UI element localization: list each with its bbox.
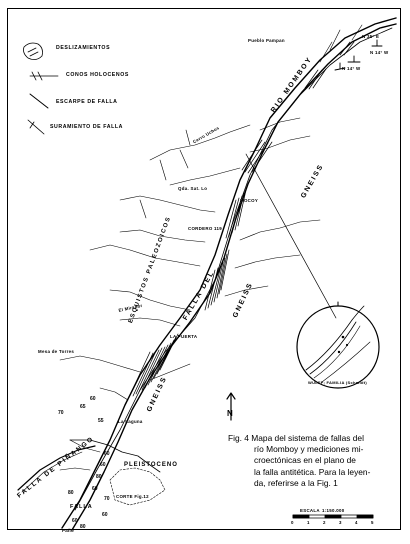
legend-landslide-label: DESLIZAMIENTOS xyxy=(56,45,111,51)
dip-value: 60 xyxy=(100,462,106,468)
north-label: N xyxy=(227,409,233,418)
dip-value: 70 xyxy=(104,496,110,502)
north-arrow-icon xyxy=(226,392,236,421)
legend-uplift-label: SURAMIENTO DE FALLA xyxy=(50,124,123,130)
caption-line: croectónicas en el plano de xyxy=(254,455,356,466)
dip-value: 70 xyxy=(58,410,64,416)
caption-line: Fig. 4 Mapa del sistema de fallas del xyxy=(228,433,364,443)
drainage-east xyxy=(224,24,363,297)
scale-tick: 0 xyxy=(291,520,294,525)
drainage-west xyxy=(59,124,251,471)
scale-ratio: 1:150.000 xyxy=(322,508,345,513)
label-pleistoceno: PLEISTOCENO xyxy=(124,462,178,468)
dip-value: 60 xyxy=(92,486,98,492)
caption-line: la falla antitética. Para la leyen- xyxy=(254,466,371,477)
label-strike-dip-2: N 14° W xyxy=(370,50,389,55)
dip-value: 60 xyxy=(102,512,108,518)
caption-line: río Momboy y mediciones mi- xyxy=(254,444,364,455)
label-la-puerta: LA PUERTA xyxy=(170,334,198,339)
label-corte: CORTE Fig.12 xyxy=(116,494,149,499)
scale-tick: 2 xyxy=(323,520,326,525)
dip-value: 65 xyxy=(80,404,86,410)
river-bottom xyxy=(69,439,161,473)
dip-value: 60 xyxy=(90,396,96,402)
pleisto-boundary xyxy=(109,467,166,506)
dip-value: 60 xyxy=(104,451,110,457)
label-stereonet-title: WULFF; FAMILIA (Schmidt) xyxy=(308,380,368,385)
scale-tick: 3 xyxy=(339,520,342,525)
dip-value: 60 xyxy=(72,518,78,524)
legend-graphics xyxy=(23,42,59,135)
dip-value: 80 xyxy=(80,524,86,530)
label-pano: Paño xyxy=(62,528,74,533)
leader-line xyxy=(245,153,337,319)
scale-tick: 5 xyxy=(371,520,374,525)
label-cordero: CORDERO 119 xyxy=(188,226,223,231)
scale-tick: 4 xyxy=(355,520,358,525)
caption-line: da, referirse a la Fig. 1 xyxy=(254,477,338,488)
scale-title: ESCALA xyxy=(300,508,320,513)
label-mesa-torres: Mesa de Torres xyxy=(38,349,75,354)
label-strike-dip-1: N 14° W xyxy=(342,66,361,71)
label-strike-dip-3: N 35° E xyxy=(362,34,380,39)
main-fault-west xyxy=(61,17,397,529)
scarp-hachures xyxy=(129,41,355,397)
scale-bar xyxy=(292,514,374,519)
label-la-laguna: La Laguna xyxy=(118,419,143,424)
dip-value: 80 xyxy=(68,490,74,496)
figure-caption: Fig. 4 Mapa del sistema de fallas del rí… xyxy=(228,433,398,489)
label-quebrada: Qda. Sat. Lo xyxy=(178,186,208,191)
dip-value: 80 xyxy=(96,474,102,480)
dip-value: 55 xyxy=(98,418,104,424)
main-fault-east xyxy=(71,23,397,531)
legend-scarp-label: ESCARPE DE FALLA xyxy=(56,99,118,105)
label-falla-bottom: FALLA xyxy=(70,504,93,510)
pinango-fault xyxy=(17,445,96,491)
scale-tick: 1 xyxy=(307,520,310,525)
label-mocoy: MOCOY xyxy=(240,198,259,203)
label-top-place: Pueblo Pampan xyxy=(248,38,285,43)
legend-cone-label: CONOS HOLOCENOS xyxy=(66,72,129,78)
map-frame xyxy=(7,8,401,530)
stereonet xyxy=(296,301,380,389)
